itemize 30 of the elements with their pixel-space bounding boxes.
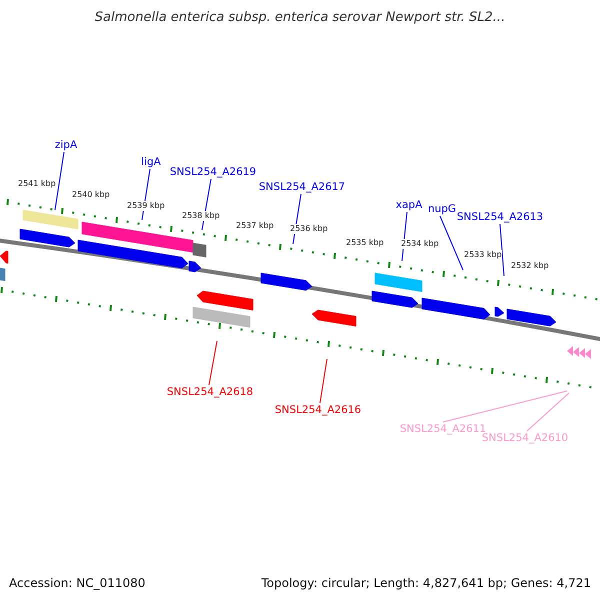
leader-line <box>208 340 218 386</box>
gene-label: SNSL254_A2618 <box>166 385 254 399</box>
leader-line <box>442 390 568 422</box>
genome-info-text: Topology: circular; Length: 4,827,641 bp; Genes: 4,721 <box>261 575 591 592</box>
scale-label: 2539 kbp <box>127 201 165 211</box>
gene-label: SNSL254_A2619 <box>170 165 256 179</box>
gene-label: SNSL254_A2610 <box>482 431 568 445</box>
gene-label: zipA <box>54 138 78 152</box>
leader-line <box>54 152 64 210</box>
leader-line <box>440 216 464 270</box>
scale-label: 2535 kbp <box>346 238 384 248</box>
scale-label: 2534 kbp <box>401 239 439 249</box>
scale-label: 2532 kbp <box>511 261 549 271</box>
accession-text: Accession: NC_011080 <box>9 575 146 592</box>
gene-label: nupG <box>428 202 456 216</box>
leader-line <box>500 224 504 276</box>
leader-line <box>526 392 570 432</box>
gene-label: ligA <box>141 155 161 169</box>
scale-label: 2538 kbp <box>182 211 220 221</box>
gene-label: xapA <box>396 198 422 212</box>
gene-label: SNSL254_A2616 <box>274 403 362 417</box>
title: Salmonella enterica subsp. enterica serovar Newport str. SL2... <box>94 9 506 27</box>
gene-label: SNSL254_A2613 <box>456 210 544 224</box>
gene-label: SNSL254_A2617 <box>258 180 346 194</box>
scale-label: 2533 kbp <box>464 250 502 260</box>
scale-label: 2540 kbp <box>72 190 110 200</box>
leader-line <box>320 358 328 404</box>
scale-label: 2536 kbp <box>290 224 328 234</box>
scale-label: 2541 kbp <box>18 179 56 189</box>
scale-label: 2537 kbp <box>236 221 274 231</box>
